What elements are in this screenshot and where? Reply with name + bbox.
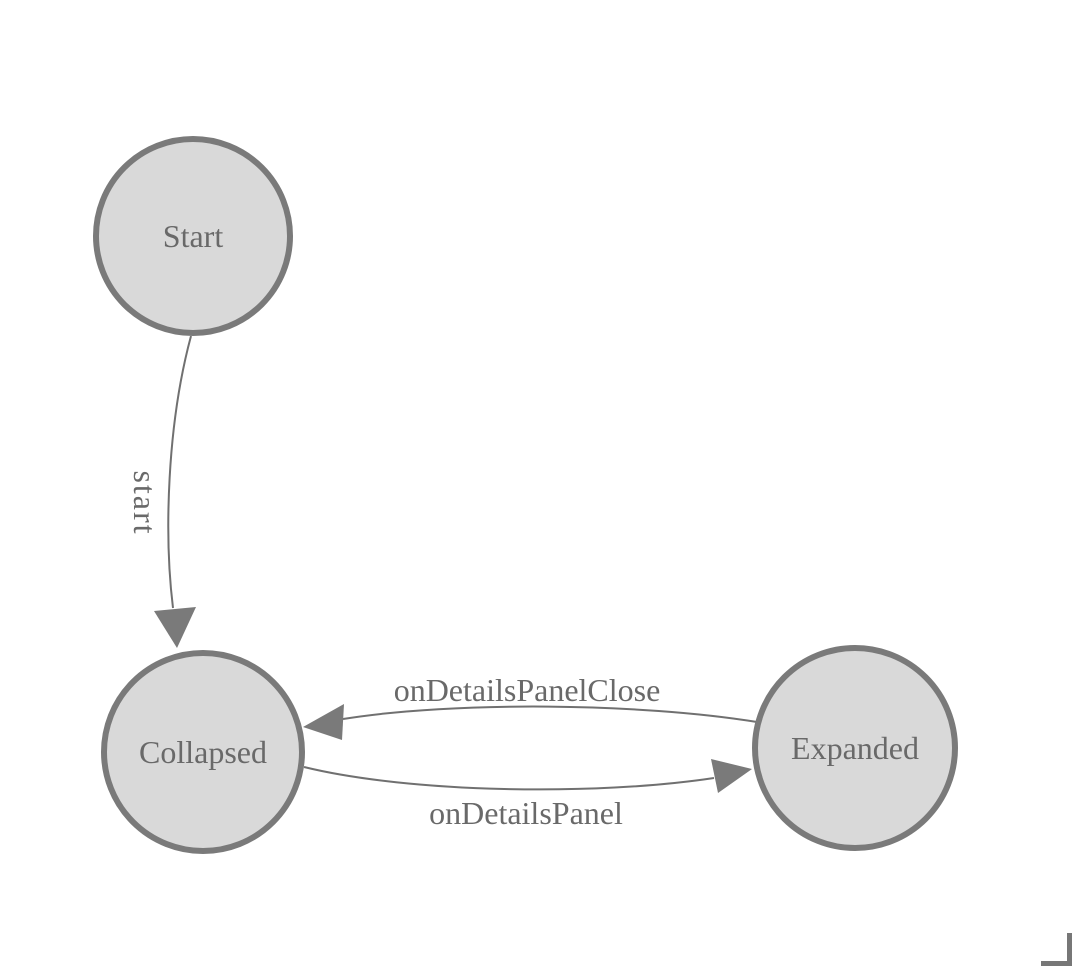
transition-line-ondetailspanel: [303, 766, 715, 791]
state-node-collapsed[interactable]: Collapsed: [101, 650, 305, 854]
transition-line-ondetailspanelclose: [342, 705, 758, 723]
arrowhead-down-icon: [154, 607, 196, 648]
arrowhead-left-icon: [303, 704, 344, 740]
state-label-start: Start: [163, 218, 224, 254]
state-circle-collapsed[interactable]: [101, 650, 305, 854]
state-circle-start[interactable]: [93, 136, 293, 336]
state-node-start[interactable]: Start: [93, 136, 293, 336]
transition-label-ondetailspanelclose: onDetailsPanelClose: [394, 672, 661, 708]
state-circle-expanded[interactable]: [752, 645, 958, 851]
state-node-expanded[interactable]: Expanded: [752, 645, 958, 851]
transition-start-to-collapsed: start: [127, 335, 196, 648]
transition-label-start: start: [127, 470, 163, 535]
transition-line-start: [167, 335, 192, 609]
transition-collapsed-to-expanded: onDetailsPanel: [303, 759, 752, 831]
arrowhead-right-icon: [711, 759, 752, 793]
resize-corner-handle[interactable]: [1041, 933, 1072, 966]
state-label-collapsed: Collapsed: [139, 734, 267, 770]
state-label-expanded: Expanded: [791, 730, 919, 766]
transition-label-ondetailspanel: onDetailsPanel: [429, 795, 623, 831]
transition-expanded-to-collapsed: onDetailsPanelClose: [303, 672, 758, 740]
